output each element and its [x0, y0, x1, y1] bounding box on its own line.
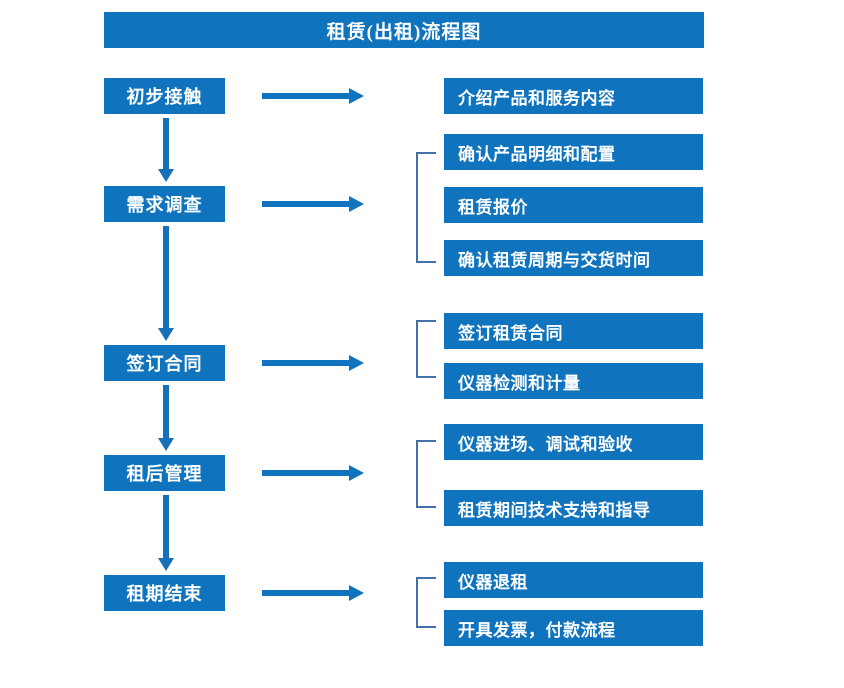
group-bracket-needs-survey: [416, 152, 436, 263]
horizontal-arrow-3: [262, 355, 364, 371]
vertical-arrow-1: [158, 118, 174, 182]
vertical-arrow-2: [158, 226, 174, 341]
horizontal-arrow-5: [262, 585, 364, 601]
stage-box-needs-survey[interactable]: 需求调查: [104, 186, 225, 222]
stage-box-post-rental-mgmt[interactable]: 租后管理: [104, 455, 225, 491]
detail-box-tech-support[interactable]: 租赁期间技术支持和指导: [444, 490, 703, 526]
horizontal-arrow-2: [262, 196, 364, 212]
detail-box-instrument-entry[interactable]: 仪器进场、调试和验收: [444, 424, 703, 460]
stage-box-initial-contact[interactable]: 初步接触: [104, 78, 225, 114]
detail-box-rental-quote[interactable]: 租赁报价: [444, 187, 703, 223]
stage-box-lease-end[interactable]: 租期结束: [104, 575, 225, 611]
group-bracket-lease-end: [416, 577, 436, 628]
detail-box-instrument-return[interactable]: 仪器退租: [444, 562, 703, 598]
group-bracket-post-rental: [416, 440, 436, 508]
detail-box-confirm-spec[interactable]: 确认产品明细和配置: [444, 134, 703, 170]
vertical-arrow-3: [158, 385, 174, 451]
detail-box-sign-rental-contract[interactable]: 签订租赁合同: [444, 313, 703, 349]
vertical-arrow-4: [158, 495, 174, 571]
detail-box-instrument-inspect[interactable]: 仪器检测和计量: [444, 363, 703, 399]
detail-box-intro-products[interactable]: 介绍产品和服务内容: [444, 78, 703, 114]
horizontal-arrow-4: [262, 465, 364, 481]
group-bracket-sign-contract: [416, 320, 436, 378]
stage-box-sign-contract[interactable]: 签订合同: [104, 345, 225, 381]
horizontal-arrow-1: [262, 88, 364, 104]
detail-box-invoice-payment[interactable]: 开具发票，付款流程: [444, 610, 703, 646]
chart-title: 租赁(出租)流程图: [104, 12, 704, 48]
detail-box-confirm-period[interactable]: 确认租赁周期与交货时间: [444, 240, 703, 276]
